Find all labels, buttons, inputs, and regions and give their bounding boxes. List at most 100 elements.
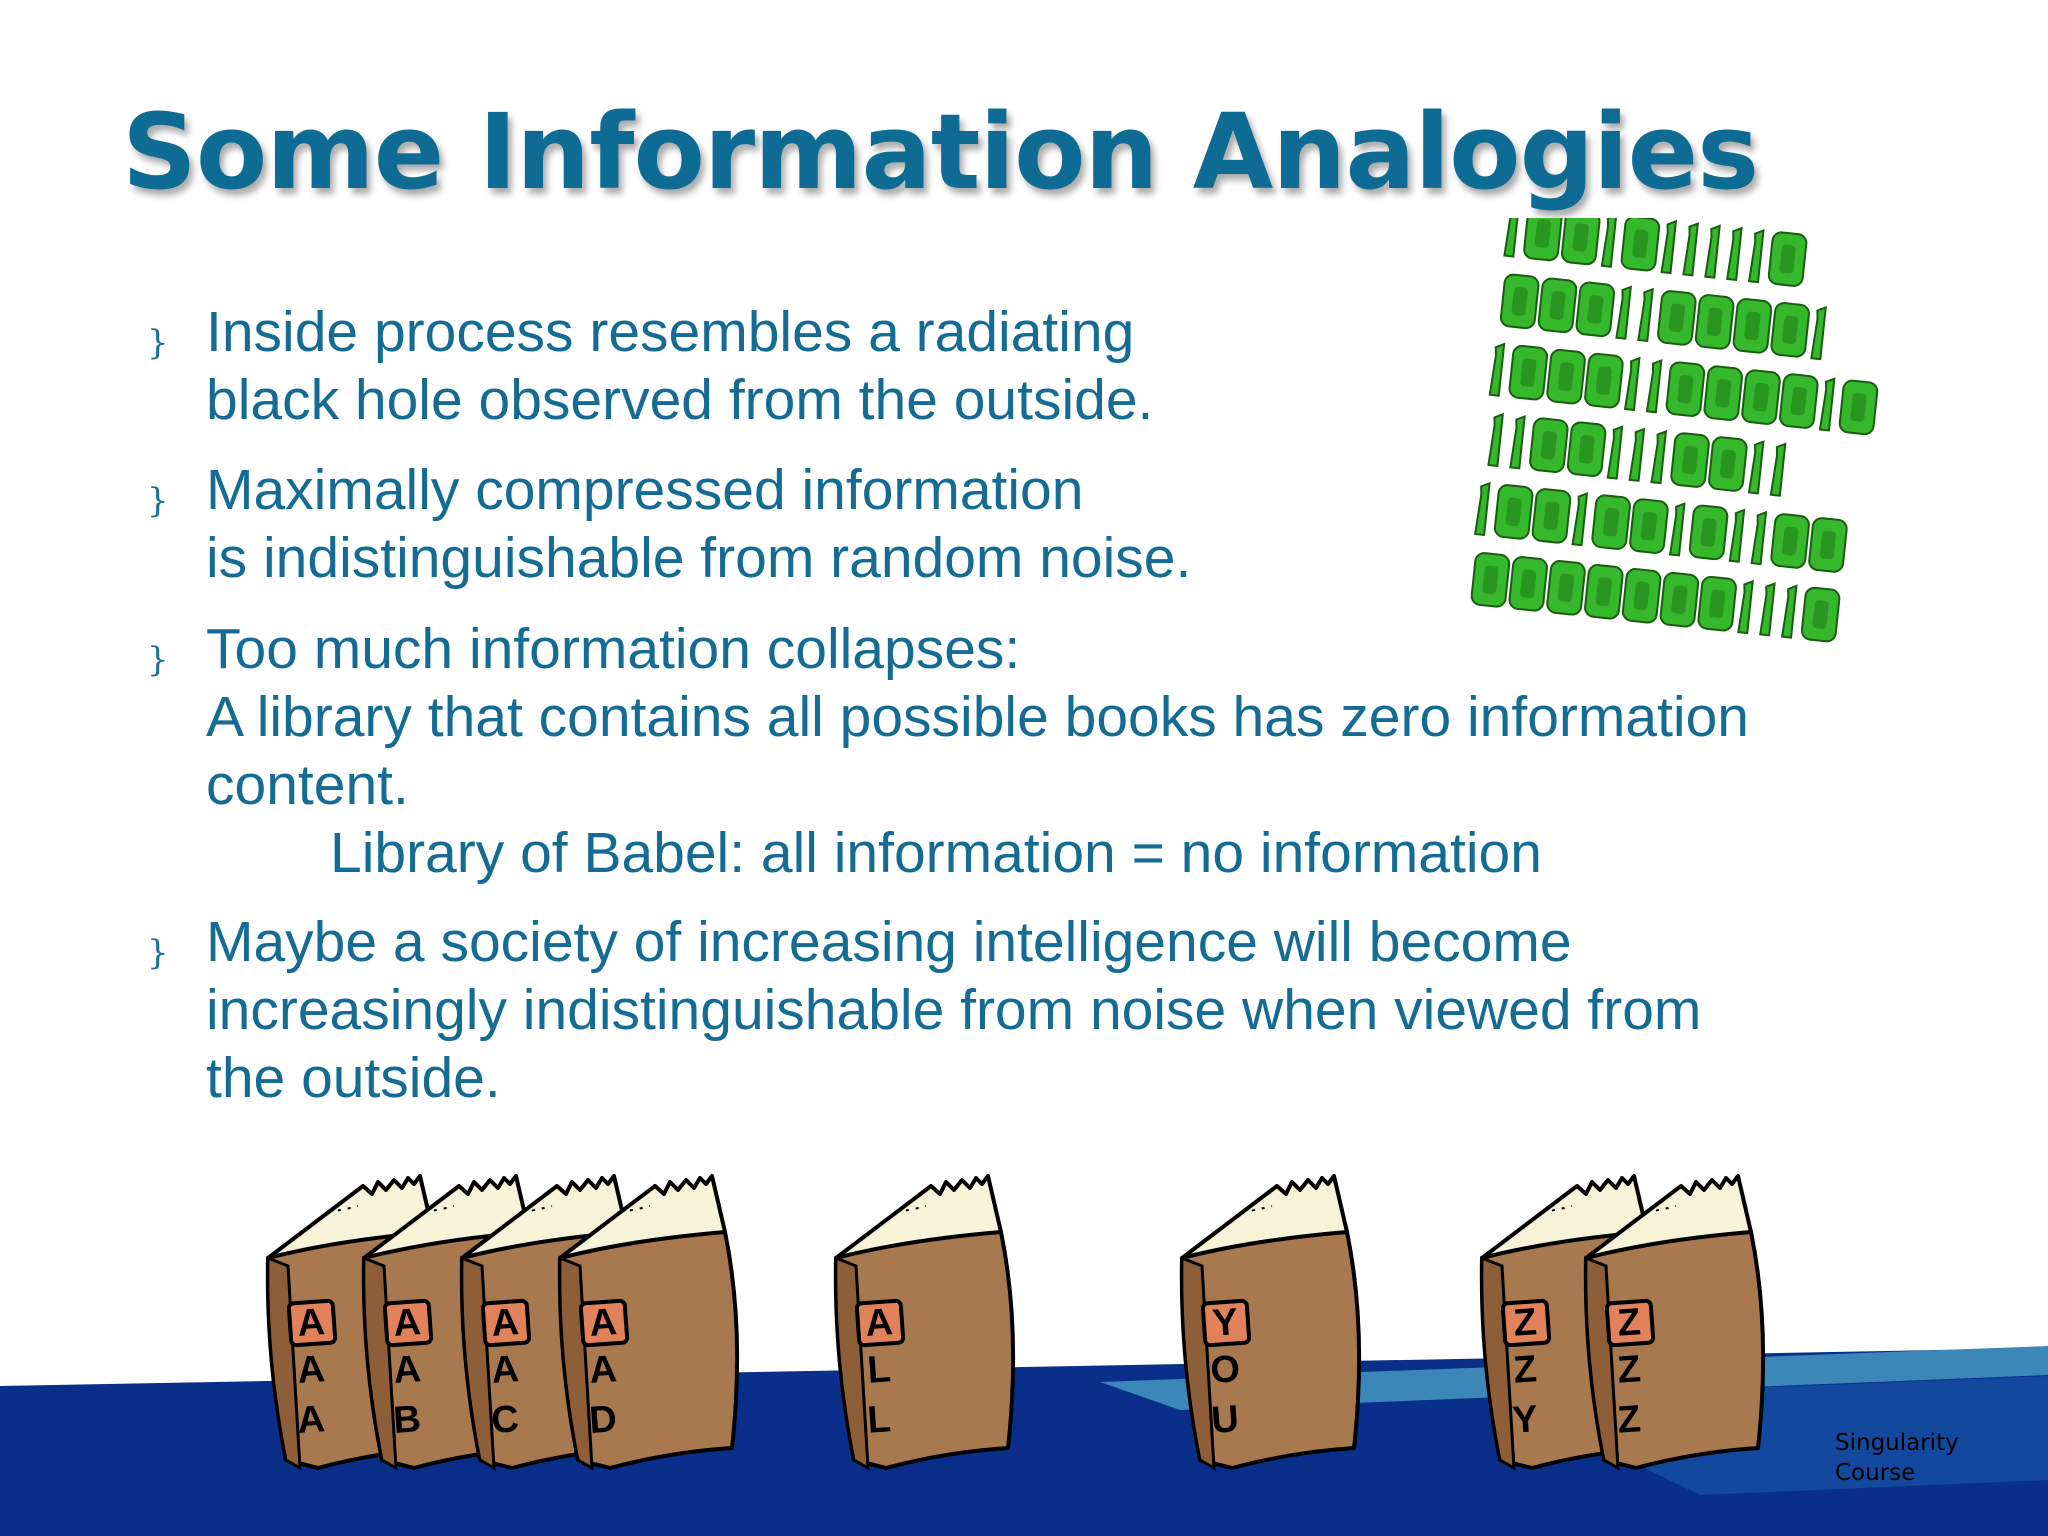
binary-one-digit bbox=[1571, 491, 1589, 547]
binary-zero-hole bbox=[1677, 374, 1694, 404]
binary-zero-hole bbox=[1782, 526, 1799, 556]
book-spine-letter: Y bbox=[1511, 1398, 1539, 1442]
book-spine-shade bbox=[460, 1255, 496, 1471]
binary-one-digit bbox=[1818, 377, 1836, 432]
binary-one-digit bbox=[1810, 305, 1827, 361]
book-spine-letter: A bbox=[588, 1348, 618, 1392]
book-spine-letter: L bbox=[866, 1348, 892, 1392]
book-label bbox=[854, 1298, 906, 1348]
bullet-3-line-3: content. bbox=[206, 753, 409, 817]
binary-one-digit bbox=[1747, 440, 1765, 495]
binary-zero-hole bbox=[1752, 382, 1770, 412]
binary-one-digit bbox=[1628, 427, 1646, 482]
binary-zero-hole bbox=[1549, 291, 1566, 320]
binary-zero-hole bbox=[1482, 565, 1499, 595]
binary-zero-hole bbox=[1850, 393, 1867, 422]
binary-one-digit bbox=[1759, 582, 1776, 637]
bullet-marker: } bbox=[147, 481, 169, 521]
binary-zero-hole bbox=[1520, 569, 1537, 599]
book-spine-letter: O bbox=[1209, 1348, 1241, 1392]
book-page-lines bbox=[895, 1205, 927, 1213]
binary-one-digit bbox=[1747, 228, 1765, 284]
binary-one-digit bbox=[1615, 285, 1632, 340]
binary-one-digit bbox=[1780, 584, 1798, 639]
binary-zero-hole bbox=[1715, 378, 1732, 408]
book-label bbox=[1604, 1298, 1656, 1348]
binary-zero-hole bbox=[1587, 295, 1604, 324]
binary-digits-icon bbox=[1470, 218, 1879, 643]
binary-zero-hole bbox=[1520, 358, 1537, 387]
book-page-lines bbox=[1645, 1205, 1677, 1213]
bullet-2-line-1: Maximally compressed information bbox=[206, 458, 1084, 522]
bullet-4-line-1: Maybe a society of increasing intelligen… bbox=[206, 910, 1572, 974]
book-spine-shade bbox=[266, 1255, 302, 1471]
binary-zero-hole bbox=[1511, 287, 1528, 316]
bullet-2-line-2: is indistinguishable from random noise. bbox=[206, 526, 1192, 590]
binary-zero-hole bbox=[1557, 573, 1575, 603]
binary-zero-hole bbox=[1812, 600, 1829, 629]
book-spine-letter: Z bbox=[1616, 1301, 1642, 1345]
binary-one-digit bbox=[1660, 219, 1678, 275]
book-page-lines bbox=[327, 1205, 359, 1213]
book-page-lines bbox=[1541, 1205, 1573, 1213]
book-label bbox=[1200, 1298, 1252, 1348]
bullet-4-line-2: increasingly indistinguishable from nois… bbox=[206, 978, 1702, 1042]
book-spine-letter: A bbox=[296, 1301, 326, 1345]
book-spine-shade bbox=[1480, 1255, 1516, 1471]
book-spine-letter: A bbox=[490, 1348, 520, 1392]
binary-zero-hole bbox=[1779, 244, 1796, 274]
book-spine-letter: Z bbox=[1616, 1398, 1642, 1442]
binary-one-digit bbox=[1650, 429, 1668, 485]
book-spine-shade bbox=[362, 1255, 398, 1471]
binary-zero-hole bbox=[1790, 386, 1807, 416]
binary-zero-hole bbox=[1706, 307, 1723, 337]
book-label bbox=[1500, 1298, 1552, 1348]
binary-zero-hole bbox=[1782, 315, 1799, 345]
book-spine-letter: Z bbox=[1512, 1348, 1538, 1392]
book-spine-letter: Z bbox=[1512, 1301, 1538, 1345]
binary-one-digit bbox=[1606, 425, 1624, 480]
binary-zero-hole bbox=[1633, 581, 1650, 611]
book-label bbox=[480, 1298, 532, 1348]
binary-zero-hole bbox=[1603, 507, 1620, 537]
binary-one-digit bbox=[1750, 510, 1768, 566]
book-page-lines bbox=[423, 1205, 455, 1213]
book-spine-letter: A bbox=[296, 1398, 326, 1442]
binary-zero-hole bbox=[1540, 430, 1557, 460]
book-spine-letter: A bbox=[864, 1301, 894, 1345]
book-spine-letter: A bbox=[296, 1348, 326, 1392]
binary-one-digit bbox=[1769, 442, 1787, 497]
book-label bbox=[286, 1298, 338, 1348]
slide-title: Some Information Analogies bbox=[122, 91, 1759, 213]
footer-note: Singularity Course bbox=[1835, 1428, 2005, 1488]
bullet-1-line-2: black hole observed from the outside. bbox=[206, 368, 1154, 432]
binary-one-digit bbox=[1637, 287, 1654, 343]
binary-zero-hole bbox=[1668, 303, 1685, 333]
binary-zero-hole bbox=[1534, 219, 1551, 248]
book-page-lines bbox=[619, 1205, 651, 1213]
book-label bbox=[382, 1298, 434, 1348]
book: ALL bbox=[833, 1174, 1016, 1471]
bullet-1-line-1: Inside process resembles a radiating bbox=[206, 300, 1135, 364]
book-pages bbox=[834, 1174, 1003, 1260]
binary-one-digit bbox=[1623, 356, 1641, 412]
binary-one-digit bbox=[1488, 342, 1506, 397]
binary-one-digit bbox=[1503, 218, 1520, 258]
binary-one-digit bbox=[1682, 222, 1699, 277]
book-spine-shade bbox=[1584, 1255, 1620, 1471]
binary-zero-hole bbox=[1572, 223, 1589, 252]
binary-zero-hole bbox=[1505, 497, 1522, 527]
book-spine-letter: L bbox=[866, 1398, 892, 1442]
binary-zero-hole bbox=[1744, 311, 1761, 341]
binary-one-digit bbox=[1473, 481, 1491, 537]
footer-note-line-1: Singularity bbox=[1835, 1430, 1959, 1456]
binary-one-digit bbox=[1737, 579, 1754, 635]
bullet-4-line-3: the outside. bbox=[206, 1046, 501, 1110]
binary-one-digit bbox=[1728, 508, 1746, 563]
binary-zero-hole bbox=[1632, 229, 1649, 258]
binary-one-digit bbox=[1509, 415, 1526, 470]
binary-zero-hole bbox=[1682, 445, 1699, 475]
book-spine-letter: A bbox=[588, 1301, 618, 1345]
